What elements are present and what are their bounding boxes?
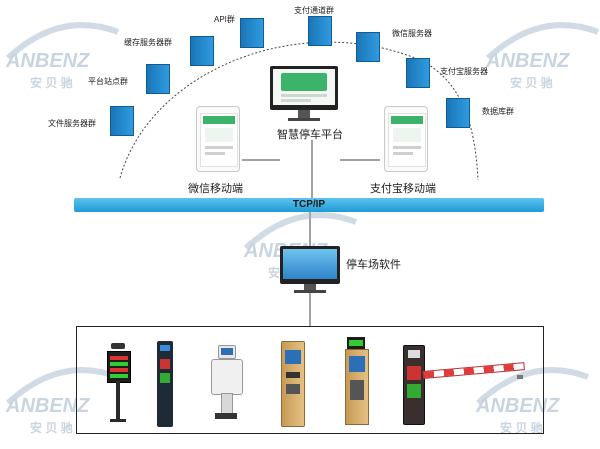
watermark-chinese: 安 贝 驰 <box>500 421 543 435</box>
server-icon <box>240 18 264 48</box>
payment-kiosk-device <box>281 341 305 427</box>
watermark-logo: ANBENZ 安 贝 驰 <box>0 10 120 90</box>
software-monitor-base <box>294 290 326 293</box>
monitor-stand <box>298 110 310 118</box>
server-icon <box>406 58 430 88</box>
server-label: 数据库群 <box>482 107 514 116</box>
barrier-arm <box>422 362 525 379</box>
watermark-brand: ANBENZ <box>476 395 560 417</box>
platform-monitor <box>270 66 338 110</box>
equipment-panel <box>76 326 544 434</box>
server-icon <box>446 98 470 128</box>
watermark-chinese: 安 贝 驰 <box>510 76 553 90</box>
white-kiosk-device <box>211 345 243 421</box>
alipay-phone <box>384 106 428 172</box>
watermark-brand: ANBENZ <box>6 50 90 72</box>
display-kiosk-device <box>345 337 369 425</box>
alipay-mobile-label: 支付宝移动端 <box>370 183 436 195</box>
server-label: API群 <box>214 15 235 24</box>
watermark-brand: ANBENZ <box>486 50 570 72</box>
license-plate-recognition-device <box>107 343 131 423</box>
software-monitor-stand <box>304 284 316 290</box>
server-icon <box>146 64 170 94</box>
wechat-phone <box>196 106 240 172</box>
monitor-base <box>288 118 320 121</box>
watermark-logo: ANBENZ 安 贝 驰 <box>480 10 600 90</box>
server-icon <box>308 16 332 46</box>
software-label: 停车场软件 <box>346 259 401 271</box>
server-icon <box>356 32 380 62</box>
network-bus: TCP/IP <box>74 198 544 212</box>
wechat-mobile-label: 微信移动端 <box>188 183 243 195</box>
server-icon <box>190 36 214 66</box>
watermark-chinese: 安 贝 驰 <box>30 421 73 435</box>
watermark-chinese: 安 贝 驰 <box>30 76 73 90</box>
server-label: 支付通道群 <box>294 6 334 15</box>
watermark-logo: ANBENZ 安 贝 驰 <box>470 355 590 435</box>
watermark-logo: ANBENZ 安 贝 驰 <box>0 355 120 435</box>
monitor-screen <box>273 69 335 105</box>
server-label: 文件服务器群 <box>48 119 96 128</box>
server-label: 平台站点群 <box>88 77 128 86</box>
network-label: TCP/IP <box>292 199 326 210</box>
server-label: 缓存服务器群 <box>124 38 172 47</box>
server-icon <box>110 106 134 136</box>
software-monitor <box>280 246 340 284</box>
entry-column-device <box>157 341 173 427</box>
server-label: 支付宝服务器 <box>440 67 488 76</box>
barrier-gate-device <box>403 345 425 425</box>
watermark-brand: ANBENZ <box>6 395 90 417</box>
server-label: 微信服务器 <box>392 29 432 38</box>
platform-title: 智慧停车平台 <box>277 129 343 141</box>
